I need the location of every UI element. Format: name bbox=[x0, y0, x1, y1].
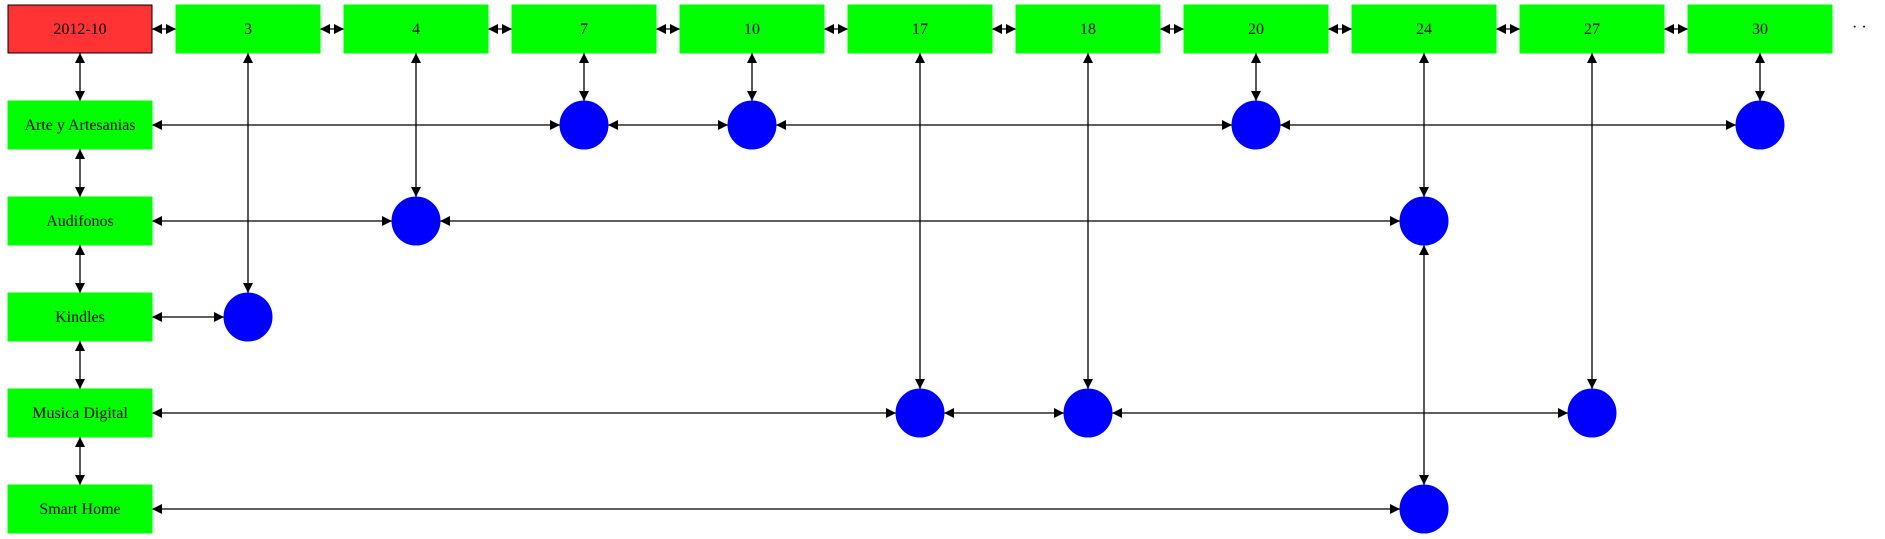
edges bbox=[75, 24, 1765, 514]
column-node-30: 30 bbox=[1687, 4, 1833, 54]
column-node-10-box bbox=[679, 4, 825, 54]
column-node-10: 10 bbox=[679, 4, 825, 54]
column-node-30-label: 30 bbox=[1752, 21, 1768, 38]
row-node-2: Kindles bbox=[7, 292, 153, 342]
dot-18-3 bbox=[1063, 388, 1113, 438]
column-node-7: 7 bbox=[511, 4, 657, 54]
header-node: 2012-10 bbox=[7, 4, 153, 54]
row-node-2-label: Kindles bbox=[55, 309, 105, 326]
column-node-20: 20 bbox=[1183, 4, 1329, 54]
dot-3-2 bbox=[223, 292, 273, 342]
row-node-3-label: Musica Digital bbox=[32, 405, 128, 422]
row-node-0: Arte y Artesanias bbox=[7, 100, 153, 150]
column-node-3-box bbox=[175, 4, 321, 54]
column-node-10-label: 10 bbox=[744, 21, 760, 38]
column-node-17: 17 bbox=[847, 4, 993, 54]
row-node-3: Musica Digital bbox=[7, 388, 153, 438]
column-node-7-box bbox=[511, 4, 657, 54]
row-node-1-box bbox=[7, 196, 153, 246]
column-node-27-label: 27 bbox=[1584, 21, 1600, 38]
column-node-20-label: 20 bbox=[1248, 21, 1264, 38]
column-node-4: 4 bbox=[343, 4, 489, 54]
column-node-24-box bbox=[1351, 4, 1497, 54]
header-node-label: 2012-10 bbox=[53, 21, 106, 38]
dot-10-0 bbox=[727, 100, 777, 150]
column-node-18-box bbox=[1015, 4, 1161, 54]
column-node-18-label: 18 bbox=[1080, 21, 1096, 38]
ellipsis: · · bbox=[1852, 19, 1867, 36]
column-node-17-box bbox=[847, 4, 993, 54]
header-node-box bbox=[7, 4, 153, 54]
row-node-4: Smart Home bbox=[7, 484, 153, 534]
column-node-4-box bbox=[343, 4, 489, 54]
dot-30-0 bbox=[1735, 100, 1785, 150]
row-node-0-box bbox=[7, 100, 153, 150]
row-node-1: Audifonos bbox=[7, 196, 153, 246]
dot-20-0 bbox=[1231, 100, 1281, 150]
column-node-27: 27 bbox=[1519, 4, 1665, 54]
column-node-3: 3 bbox=[175, 4, 321, 54]
dot-24-1 bbox=[1399, 196, 1449, 246]
row-node-0-label: Arte y Artesanias bbox=[24, 117, 135, 134]
column-node-27-box bbox=[1519, 4, 1665, 54]
row-node-4-box bbox=[7, 484, 153, 534]
column-node-4-label: 4 bbox=[412, 21, 420, 38]
dot-4-1 bbox=[391, 196, 441, 246]
dot-7-0 bbox=[559, 100, 609, 150]
dot-27-3 bbox=[1567, 388, 1617, 438]
column-node-18: 18 bbox=[1015, 4, 1161, 54]
row-node-3-box bbox=[7, 388, 153, 438]
row-node-4-label: Smart Home bbox=[39, 501, 120, 518]
column-node-3-label: 3 bbox=[244, 21, 252, 38]
row-node-2-box bbox=[7, 292, 153, 342]
row-node-1-label: Audifonos bbox=[46, 213, 114, 230]
column-node-7-label: 7 bbox=[580, 21, 588, 38]
dot-17-3 bbox=[895, 388, 945, 438]
column-node-17-label: 17 bbox=[912, 21, 928, 38]
column-node-30-box bbox=[1687, 4, 1833, 54]
column-node-24: 24 bbox=[1351, 4, 1497, 54]
column-node-20-box bbox=[1183, 4, 1329, 54]
column-node-24-label: 24 bbox=[1416, 21, 1432, 38]
dot-24-4 bbox=[1399, 484, 1449, 534]
